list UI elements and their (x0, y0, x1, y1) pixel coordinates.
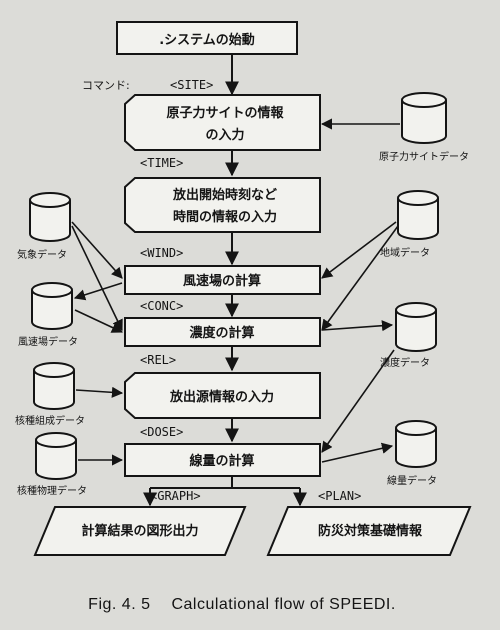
weather-data-store (29, 192, 71, 242)
arrow-wind-to-winddata (73, 282, 123, 301)
command-plan: <PLAN> (318, 489, 361, 503)
command-time: <TIME> (140, 156, 183, 170)
dose-calc-label: 線量の計算 (189, 453, 254, 469)
site-data-store (401, 92, 447, 144)
wind-calc-box (124, 265, 321, 295)
release-input-label: 放出源情報の入力 (169, 389, 274, 405)
figure-number: Fig. 4. 5 (88, 596, 151, 613)
arrow-conc-to-concdata (321, 320, 394, 332)
start-box-label: .システムの始動 (159, 32, 255, 48)
arrow-region-conc (321, 225, 399, 331)
nuclear-physics-data-label: 核種物理データ (17, 484, 87, 497)
time-input-box (124, 177, 321, 233)
region-data-label: 地域データ (380, 246, 430, 259)
start-box (116, 21, 298, 55)
weather-data-label: 気象データ (17, 248, 67, 261)
nuclear-physics-data-store (35, 432, 77, 480)
arrow-concdata-dose (321, 349, 395, 453)
plan-info-label: 防災対策基礎情報 (318, 523, 423, 539)
conc-data-store (395, 302, 437, 352)
dose-calc-box (124, 443, 321, 477)
arrow-winddata-conc (74, 309, 124, 333)
command-graph: <GRAPH> (150, 489, 201, 503)
command-wind: <WIND> (140, 246, 183, 260)
time-input-label-2: 時間の情報の入力 (173, 209, 277, 225)
conc-calc-label: 濃度の計算 (189, 325, 254, 341)
graph-output-label: 計算結果の図形出力 (81, 523, 198, 539)
release-input-box (124, 372, 321, 419)
figure-title: Calculational flow of SPEEDI. (171, 596, 396, 613)
site-input-label-1: 原子力サイトの情報 (166, 105, 284, 121)
conc-data-label: 濃度データ (380, 356, 430, 369)
nuclide-data-label: 核種組成データ (15, 414, 85, 427)
command-dose: <DOSE> (140, 425, 183, 439)
command-conc: <CONC> (140, 299, 183, 313)
dose-data-store (395, 420, 437, 468)
site-input-label-2: の入力 (205, 127, 244, 143)
figure-caption: Fig. 4. 5 Calculational flow of SPEEDI. (0, 596, 500, 614)
arrow-dose-to-dosedata (321, 442, 394, 463)
wind-calc-label: 風速場の計算 (183, 273, 261, 289)
command-site: <SITE> (170, 78, 213, 92)
plan-info-box (266, 506, 472, 556)
arrow-region-wind (321, 221, 397, 279)
wind-field-data-label: 風速場データ (18, 335, 78, 348)
nuclide-data-store (33, 362, 75, 410)
arrow-weather-conc (71, 225, 123, 332)
dose-data-label: 線量データ (387, 474, 437, 487)
conc-calc-box (124, 317, 321, 347)
graph-output-box (33, 506, 247, 556)
time-input-label-1: 放出開始時刻など (172, 187, 277, 203)
arrow-weather-wind (71, 221, 123, 279)
region-data-store (397, 190, 439, 240)
arrow-nuclide-release (75, 386, 124, 398)
command-rel: <REL> (140, 353, 176, 367)
site-input-box (124, 94, 321, 151)
command-prefix: コマンド: (82, 79, 130, 92)
wind-field-data-store (31, 282, 73, 330)
site-data-label: 原子力サイトデータ (379, 150, 469, 163)
